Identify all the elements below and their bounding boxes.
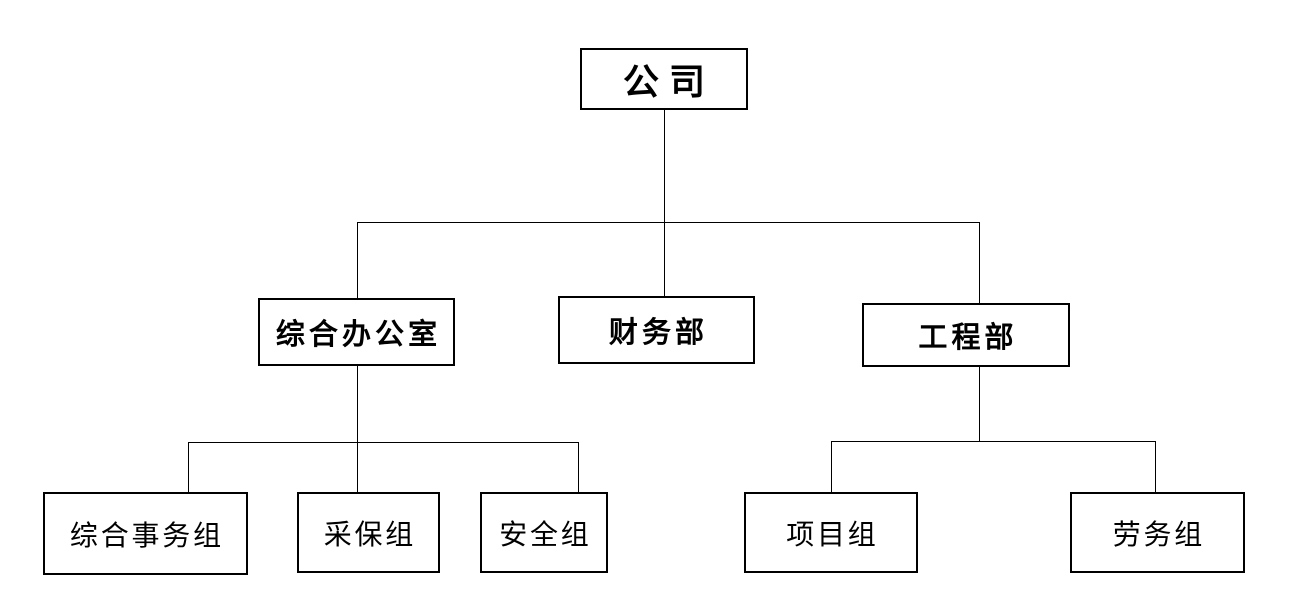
connector-office-children-bus — [188, 442, 578, 443]
connector-drop-procurement-group — [357, 442, 358, 492]
node-labor-group-label: 劳务组 — [1112, 517, 1206, 551]
connector-drop-safety-group — [578, 442, 579, 492]
node-finance-dept: 财务部 — [558, 296, 755, 364]
node-procurement-group: 采保组 — [297, 492, 440, 573]
node-general-affairs-group-label: 综合事务组 — [69, 518, 224, 552]
node-company-label: 公司 — [622, 61, 716, 103]
node-company: 公司 — [580, 48, 748, 110]
node-labor-group: 劳务组 — [1070, 492, 1245, 573]
connector-drop-labor-group — [1155, 441, 1156, 492]
node-general-affairs-group: 综合事务组 — [43, 492, 248, 575]
connector-drop-engineering-dept — [979, 222, 980, 303]
node-project-group: 项目组 — [744, 492, 918, 573]
connector-drop-finance-dept — [664, 222, 665, 296]
node-engineering-dept-label: 工程部 — [918, 320, 1018, 354]
connector-drop-general-office — [357, 222, 358, 298]
connector-level2-bus — [357, 222, 980, 223]
node-finance-dept-label: 财务部 — [608, 315, 709, 349]
node-safety-group: 安全组 — [480, 492, 608, 573]
connector-drop-general-affairs-group — [188, 442, 189, 492]
node-procurement-group-label: 采保组 — [323, 517, 417, 551]
connector-engineering-children-bus — [831, 441, 1155, 442]
node-engineering-dept: 工程部 — [862, 303, 1070, 367]
node-general-office: 综合办公室 — [258, 298, 455, 366]
connector-general-office-trunk — [357, 366, 358, 442]
node-project-group-label: 项目组 — [786, 517, 879, 551]
connector-engineering-trunk — [979, 367, 980, 441]
connector-drop-project-group — [831, 441, 832, 492]
connector-company-trunk — [664, 110, 665, 222]
node-safety-group-label: 安全组 — [499, 517, 592, 551]
node-general-office-label: 综合办公室 — [275, 317, 442, 351]
